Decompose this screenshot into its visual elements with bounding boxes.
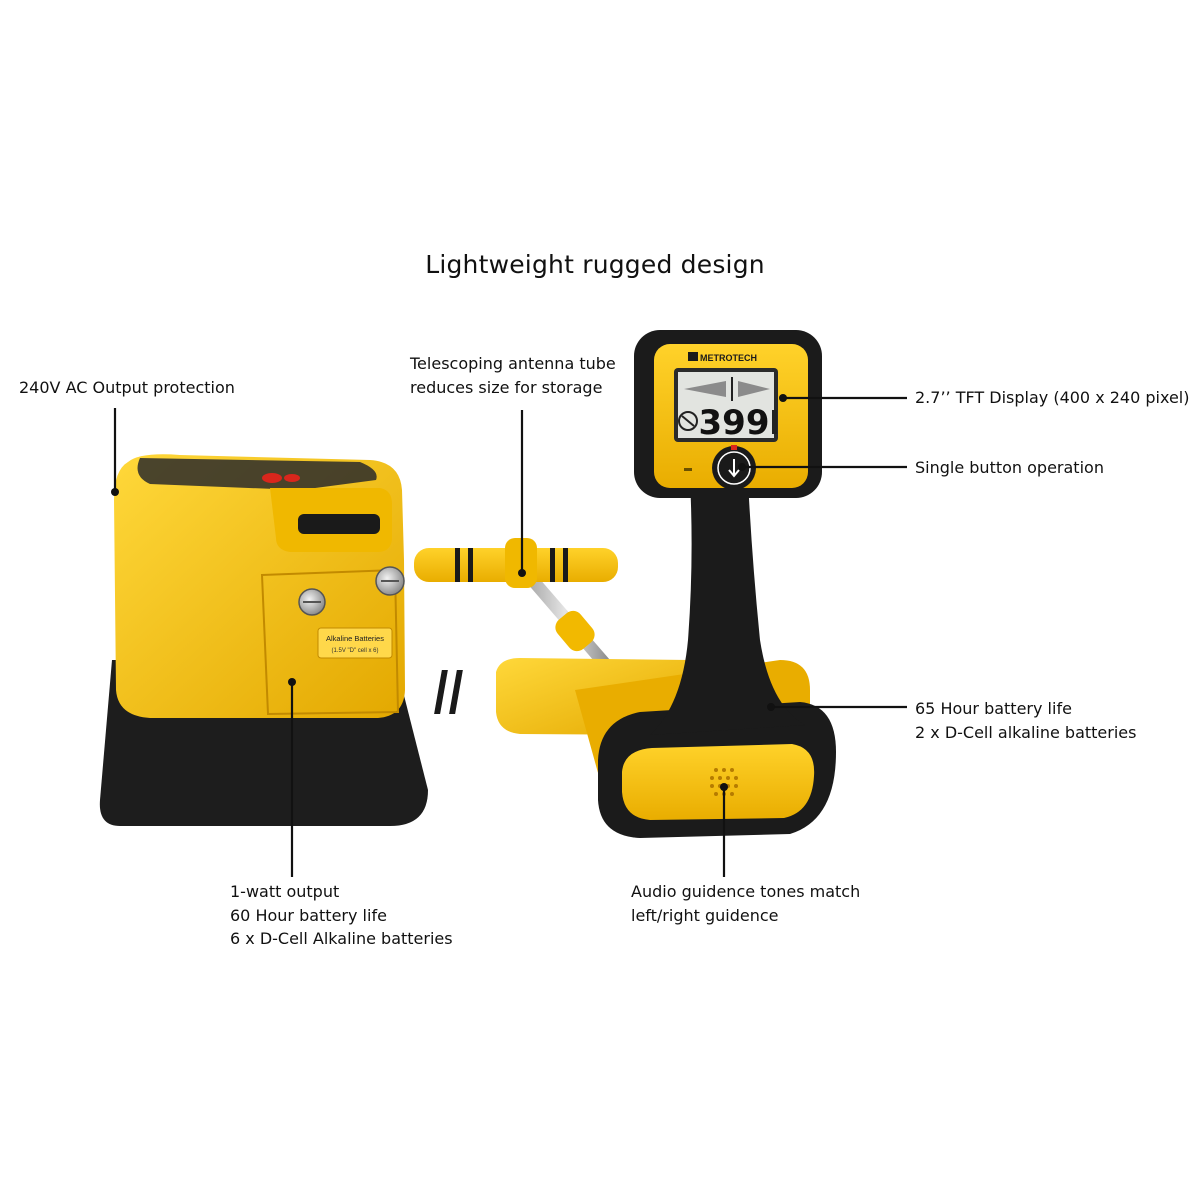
callout-antenna: Telescoping antenna tube reduces size fo… bbox=[410, 352, 616, 399]
callout-ac-protection-text: 240V AC Output protection bbox=[19, 378, 235, 397]
callout-lines bbox=[111, 394, 907, 877]
callout-transmitter-line2: 60 Hour battery life bbox=[230, 905, 387, 925]
callout-receiver-battery-line2: 2 x D-Cell alkaline batteries bbox=[915, 722, 1137, 742]
callout-button-text: Single button operation bbox=[915, 458, 1104, 477]
callout-audio: Audio guidence tones match left/right gu… bbox=[631, 880, 860, 927]
callout-antenna-line2: reduces size for storage bbox=[410, 377, 603, 397]
callout-transmitter-line3: 6 x D-Cell Alkaline batteries bbox=[230, 929, 453, 948]
callout-antenna-line1: Telescoping antenna tube bbox=[410, 354, 616, 373]
battery-label-detail: (1.5V "D" cell x 6) bbox=[332, 648, 379, 654]
callout-display: 2.7’’ TFT Display (400 x 240 pixel) bbox=[915, 386, 1189, 410]
callout-transmitter-line1: 1-watt output bbox=[230, 882, 340, 901]
callout-audio-line1: Audio guidence tones match bbox=[631, 882, 861, 901]
callout-display-text: 2.7’’ TFT Display (400 x 240 pixel) bbox=[915, 388, 1190, 407]
callout-ac-protection: 240V AC Output protection bbox=[19, 376, 235, 400]
callout-receiver-battery-line1: 65 Hour battery life bbox=[915, 699, 1072, 718]
receiver-unit: METROTECH 399 bbox=[575, 330, 836, 838]
battery-label-title: Alkaline Batteries bbox=[326, 634, 384, 643]
page-title: Lightweight rugged design bbox=[425, 250, 765, 279]
callout-audio-line2: left/right guidence bbox=[631, 905, 779, 925]
brand-logo-text: METROTECH bbox=[700, 353, 757, 363]
display-reading: 399 bbox=[699, 403, 770, 443]
callout-transmitter: 1-watt output 60 Hour battery life 6 x D… bbox=[230, 880, 453, 951]
transmitter-unit: Alkaline Batteries (1.5V "D" cell x 6) bbox=[99, 454, 429, 826]
callout-receiver-battery: 65 Hour battery life 2 x D-Cell alkaline… bbox=[915, 697, 1136, 744]
speaker-grille bbox=[710, 768, 738, 796]
callout-button: Single button operation bbox=[915, 456, 1104, 480]
